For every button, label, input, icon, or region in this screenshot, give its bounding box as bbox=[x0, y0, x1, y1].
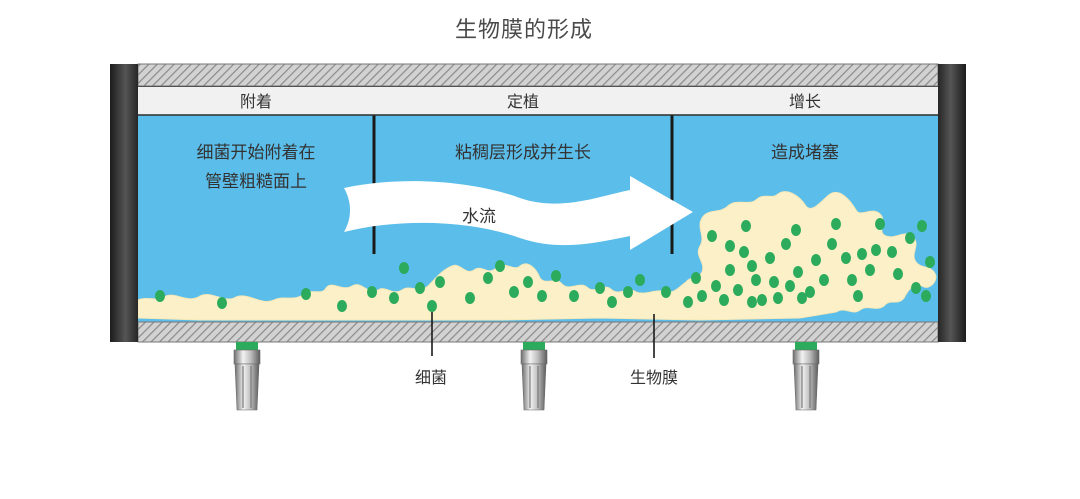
bacterium-dot bbox=[711, 280, 721, 292]
bacterium-dot bbox=[827, 238, 837, 250]
bacterium-dot bbox=[691, 272, 701, 284]
bacterium-dot bbox=[483, 272, 493, 284]
bacterium-dot bbox=[415, 282, 425, 294]
bacterium-dot bbox=[465, 292, 475, 304]
bacterium-dot bbox=[607, 296, 617, 308]
bacterium-dot bbox=[399, 262, 409, 274]
flow-label: 水流 bbox=[462, 207, 496, 227]
bacterium-dot bbox=[769, 276, 779, 288]
bacterium-dot bbox=[725, 264, 735, 276]
bacterium-dot bbox=[683, 296, 693, 308]
bacterium-dot bbox=[623, 286, 633, 298]
bacterium-dot bbox=[509, 286, 519, 298]
bacterium-dot bbox=[765, 252, 775, 264]
bacterium-dot bbox=[389, 292, 399, 304]
bacterium-dot bbox=[495, 260, 505, 272]
bacterium-dot bbox=[853, 290, 863, 302]
bacterium-dot bbox=[793, 266, 803, 278]
bacterium-dot bbox=[865, 264, 875, 276]
nozzle-1 bbox=[233, 342, 261, 411]
bacterium-dot bbox=[791, 224, 801, 236]
bacterium-dot bbox=[925, 256, 935, 268]
bacterium-dot bbox=[725, 240, 735, 252]
bacterium-dot bbox=[781, 238, 791, 250]
bacterium-dot bbox=[367, 286, 377, 298]
bacterium-dot bbox=[741, 220, 751, 232]
bacterium-dot bbox=[537, 290, 547, 302]
stage-label-colonize: 定植 bbox=[507, 92, 539, 111]
pipe-wall-bottom bbox=[137, 321, 939, 343]
bacterium-dot bbox=[921, 290, 931, 302]
stage-label-grow: 增长 bbox=[789, 92, 821, 111]
bacterium-dot bbox=[857, 248, 867, 260]
bacterium-dot bbox=[697, 290, 707, 302]
bacterium-dot bbox=[831, 218, 841, 230]
bacterium-dot bbox=[551, 270, 561, 282]
bacterium-dot bbox=[155, 290, 165, 302]
bacterium-dot bbox=[739, 246, 749, 258]
bacterium-dot bbox=[847, 274, 857, 286]
bacterium-dot bbox=[427, 300, 437, 312]
bacterium-dot bbox=[893, 268, 903, 280]
bacterium-dot bbox=[805, 286, 815, 298]
bacterium-dot bbox=[733, 284, 743, 296]
bacterium-dot bbox=[905, 232, 915, 244]
bacterium-dot bbox=[661, 286, 671, 298]
annotation-biofilm: 生物膜 bbox=[630, 368, 678, 387]
bacterium-dot bbox=[523, 276, 533, 288]
stage-header-band bbox=[138, 86, 938, 115]
bacterium-dot bbox=[841, 252, 851, 264]
stage-desc-grow: 造成堵塞 bbox=[771, 143, 839, 163]
bacterium-dot bbox=[757, 294, 767, 306]
bacterium-dot bbox=[635, 274, 645, 286]
bacterium-dot bbox=[595, 282, 605, 294]
pipe-cap-right bbox=[938, 64, 966, 342]
nozzle-3 bbox=[792, 342, 820, 411]
water-flow-arrow bbox=[344, 176, 693, 250]
bacterium-dot bbox=[917, 220, 927, 232]
bacterium-dot bbox=[875, 218, 885, 230]
stage-label-attach: 附着 bbox=[240, 92, 272, 111]
bacterium-dot bbox=[569, 290, 579, 302]
diagram-title: 生物膜的形成 bbox=[454, 18, 593, 43]
bacterium-dot bbox=[773, 292, 783, 304]
stage-desc-attach-line1: 细菌开始附着在 bbox=[197, 143, 316, 163]
bacterium-dot bbox=[217, 297, 227, 309]
bacterium-dot bbox=[811, 254, 821, 266]
pipe-cap-left bbox=[110, 64, 138, 342]
stage-desc-attach-line2: 管壁粗糙面上 bbox=[205, 172, 307, 192]
bacterium-dot bbox=[747, 296, 757, 308]
bacterium-dot bbox=[911, 282, 921, 294]
pipe-wall-top bbox=[137, 63, 939, 87]
bacterium-dot bbox=[797, 292, 807, 304]
bacterium-dot bbox=[435, 276, 445, 288]
bacterium-dot bbox=[871, 244, 881, 256]
annotation-bacteria: 细菌 bbox=[415, 368, 447, 387]
bacterium-dot bbox=[785, 280, 795, 292]
nozzle-2 bbox=[520, 342, 548, 411]
bacterium-dot bbox=[707, 230, 717, 242]
bacteria-group bbox=[155, 218, 935, 312]
bacterium-dot bbox=[337, 300, 347, 312]
bacterium-dot bbox=[747, 260, 757, 272]
stage-desc-colonize: 粘稠层形成并生长 bbox=[455, 143, 591, 163]
bacterium-dot bbox=[751, 274, 761, 286]
bacterium-dot bbox=[887, 246, 897, 258]
bacterium-dot bbox=[719, 294, 729, 306]
bacterium-dot bbox=[301, 288, 311, 300]
bacterium-dot bbox=[819, 274, 829, 286]
